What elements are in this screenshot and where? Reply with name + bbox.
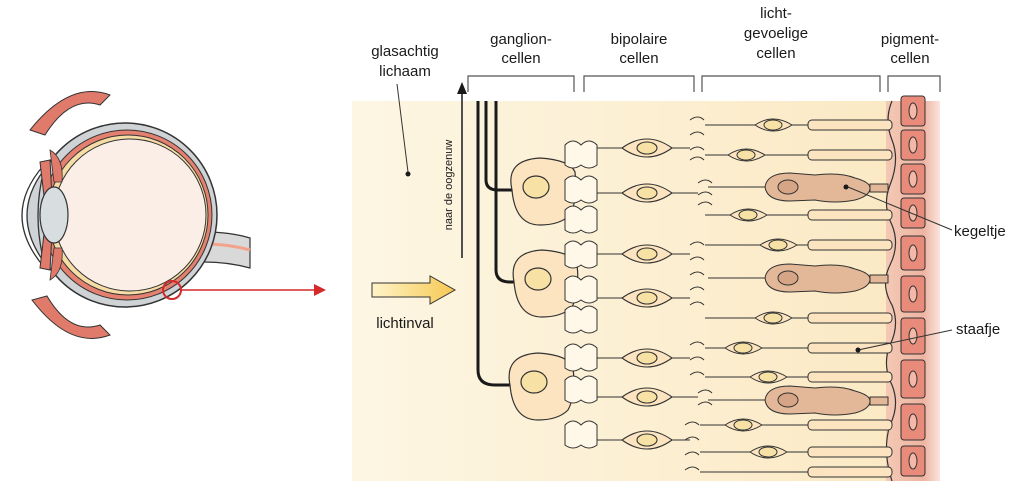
- label-vitreous-2: lichaam: [379, 63, 431, 80]
- label-photo-2: gevoelige: [744, 25, 808, 42]
- rods: [700, 118, 893, 478]
- label-light-in: lichtinval: [376, 315, 434, 332]
- light-arrow: [371, 275, 457, 305]
- cone-dot: [843, 184, 849, 190]
- bipolar-cells: [597, 138, 698, 450]
- nerve-fibres: [476, 101, 514, 387]
- eyeball-illustration: [21, 91, 326, 339]
- vitreous-dot: [405, 171, 411, 177]
- pigment-cells: [900, 95, 926, 477]
- label-ganglion-1: ganglion-: [490, 31, 552, 48]
- label-pigment-1: pigment-: [881, 31, 939, 48]
- label-ganglion-2: cellen: [501, 50, 540, 67]
- label-rod: staafje: [956, 321, 1000, 338]
- label-optic-nerve: naar de oogzenuw: [443, 140, 455, 231]
- label-pigment-2: cellen: [890, 50, 929, 67]
- zoom-arrow-icon: [314, 284, 326, 296]
- label-bipolar-1: bipolaire: [611, 31, 668, 48]
- group-brackets: [467, 75, 941, 92]
- ganglion-cells: [508, 157, 579, 421]
- label-cone: kegeltje: [954, 223, 1006, 240]
- synapse-tufts: [564, 140, 598, 449]
- label-photo-1: licht-: [760, 5, 792, 22]
- photoreceptor-cells: [684, 116, 893, 478]
- optic-nerve-arrow: [457, 82, 467, 258]
- label-photo-3: cellen: [756, 45, 795, 62]
- cones: [708, 172, 889, 416]
- rod-dot: [855, 347, 861, 353]
- label-bipolar-2: cellen: [619, 50, 658, 67]
- leader-lines: [396, 83, 953, 351]
- label-vitreous-1: glasachtig: [371, 43, 439, 60]
